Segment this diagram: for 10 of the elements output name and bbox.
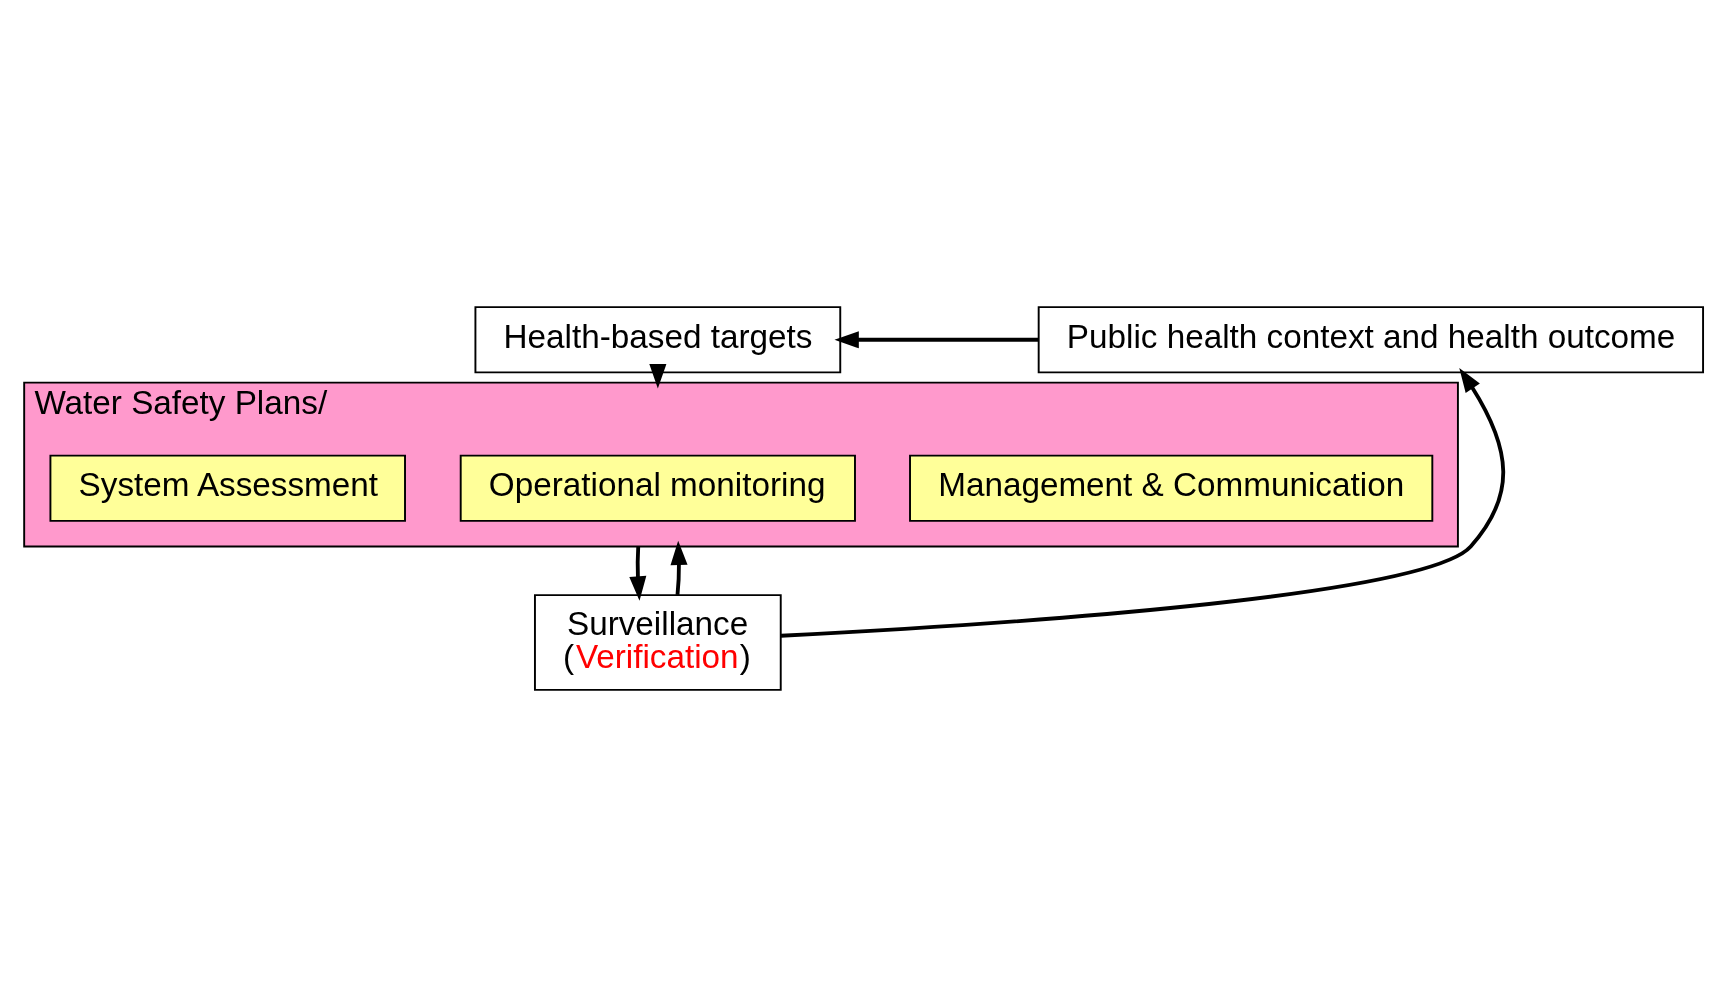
arrow: [834, 331, 1039, 349]
arrow: [649, 364, 667, 389]
arrow: [670, 540, 688, 596]
node-box: Management & Communication: [909, 454, 1434, 522]
node-box: System Assessment: [49, 454, 406, 522]
node-box: Public health context and health outcome: [1037, 306, 1705, 374]
node-box: Surveillance (Verification): [534, 594, 782, 691]
node-box: Operational monitoring: [459, 454, 856, 522]
arrow: [780, 367, 1506, 638]
arrow: [629, 546, 647, 601]
